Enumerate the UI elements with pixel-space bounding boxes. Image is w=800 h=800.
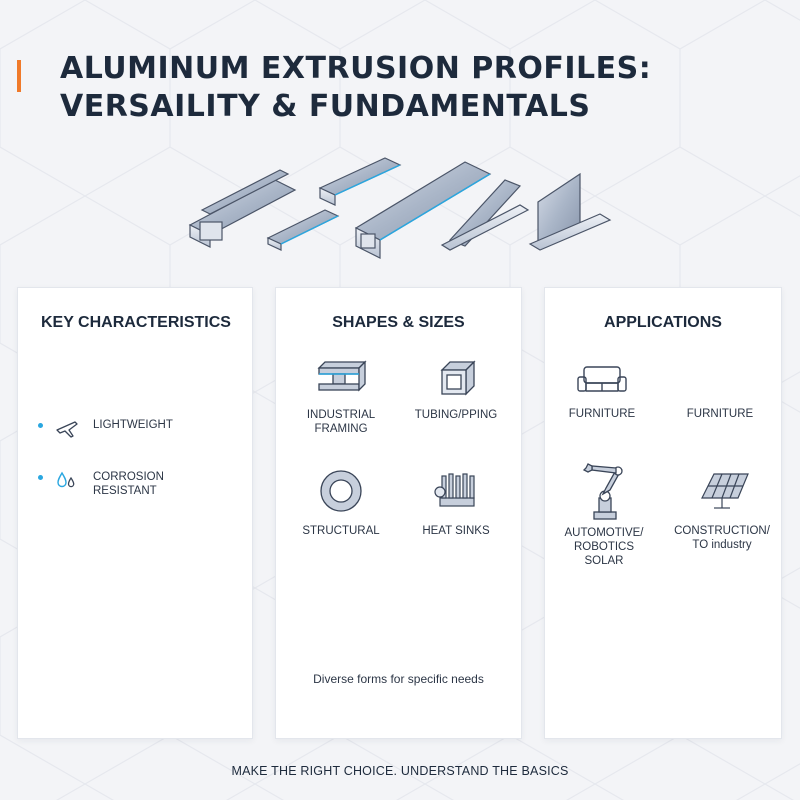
furniture-icon <box>660 363 780 397</box>
water-drops-icon <box>57 471 75 488</box>
title-accent-bar <box>17 60 21 92</box>
applications-heading: APPLICATIONS <box>604 314 722 331</box>
key-characteristics-heading: KEY CHARACTERISTICS <box>41 314 231 331</box>
i-beam-icon <box>317 360 367 392</box>
shape-label: STRUCTURAL <box>302 525 380 537</box>
title-line-2: VERSAILITY & FUNDAMENTALS <box>60 89 591 124</box>
key-characteristics-card: KEY CHARACTERISTICS LIGHTWEIGHT CORROSIO… <box>17 287 253 739</box>
channel-profile <box>188 169 297 248</box>
shape-structural: STRUCTURAL <box>281 468 401 538</box>
u-channel-profile <box>266 209 340 251</box>
flat-bar-profile <box>318 157 402 206</box>
bullet-dot <box>38 475 43 480</box>
shape-label: HEAT SINKS <box>422 525 490 537</box>
shape-label: INDUSTRIAL FRAMING <box>306 409 376 435</box>
application-automotive-robotics: AUTOMOTIVE/ ROBOTICS SOLAR <box>544 460 664 568</box>
characteristic-corrosion-resistant: CORROSION RESISTANT <box>38 470 213 498</box>
solar-panel-icon <box>701 473 749 509</box>
applications-card: APPLICATIONS FURNITURE FURNITURE <box>544 287 782 739</box>
shapes-sizes-note: Diverse forms for specific needs <box>313 672 484 686</box>
application-construction: CONSTRUCTION/ TO industry <box>662 468 782 552</box>
title-line-1: ALUMINUM EXTRUSION PROFILES: <box>60 51 652 86</box>
characteristic-label: CORROSION RESISTANT <box>93 471 164 497</box>
angle-profile <box>528 172 612 251</box>
application-furniture-2: FURNITURE <box>660 363 780 421</box>
sofa-icon <box>577 366 627 392</box>
shape-label: TUBING/PPING <box>414 409 498 421</box>
t-profile <box>440 179 530 251</box>
rectangular-tube-profile <box>354 161 492 259</box>
bullet-dot <box>38 423 43 428</box>
shape-industrial-framing: INDUSTRIAL FRAMING <box>281 358 401 436</box>
robot-arm-icon <box>582 463 623 520</box>
shapes-sizes-heading: SHAPES & SIZES <box>332 314 465 331</box>
page-title: ALUMINUM EXTRUSION PROFILES: VERSAILITY … <box>60 50 780 126</box>
shape-heat-sinks: HEAT SINKS <box>396 468 516 538</box>
shape-tubing-piping: TUBING/PPING <box>396 358 516 422</box>
characteristic-lightweight: LIGHTWEIGHT <box>38 418 213 438</box>
airplane-icon <box>56 421 78 438</box>
application-label: FURNITURE <box>568 408 636 420</box>
shapes-sizes-card: SHAPES & SIZES INDUSTRIAL FRAMING TUBING… <box>275 287 522 739</box>
application-furniture: FURNITURE <box>542 363 662 421</box>
application-label: CONSTRUCTION/ TO industry <box>674 525 770 551</box>
characteristic-label: LIGHTWEIGHT <box>93 419 173 431</box>
square-tube-icon <box>440 360 476 396</box>
extrusion-profiles-illustration <box>188 157 612 259</box>
footer-tagline: MAKE THE RIGHT CHOICE. UNDERSTAND THE BA… <box>231 764 569 778</box>
application-label: FURNITURE <box>686 408 754 420</box>
heat-sink-icon <box>434 473 475 507</box>
ring-icon <box>320 470 362 512</box>
application-label: AUTOMOTIVE/ ROBOTICS SOLAR <box>564 527 644 567</box>
